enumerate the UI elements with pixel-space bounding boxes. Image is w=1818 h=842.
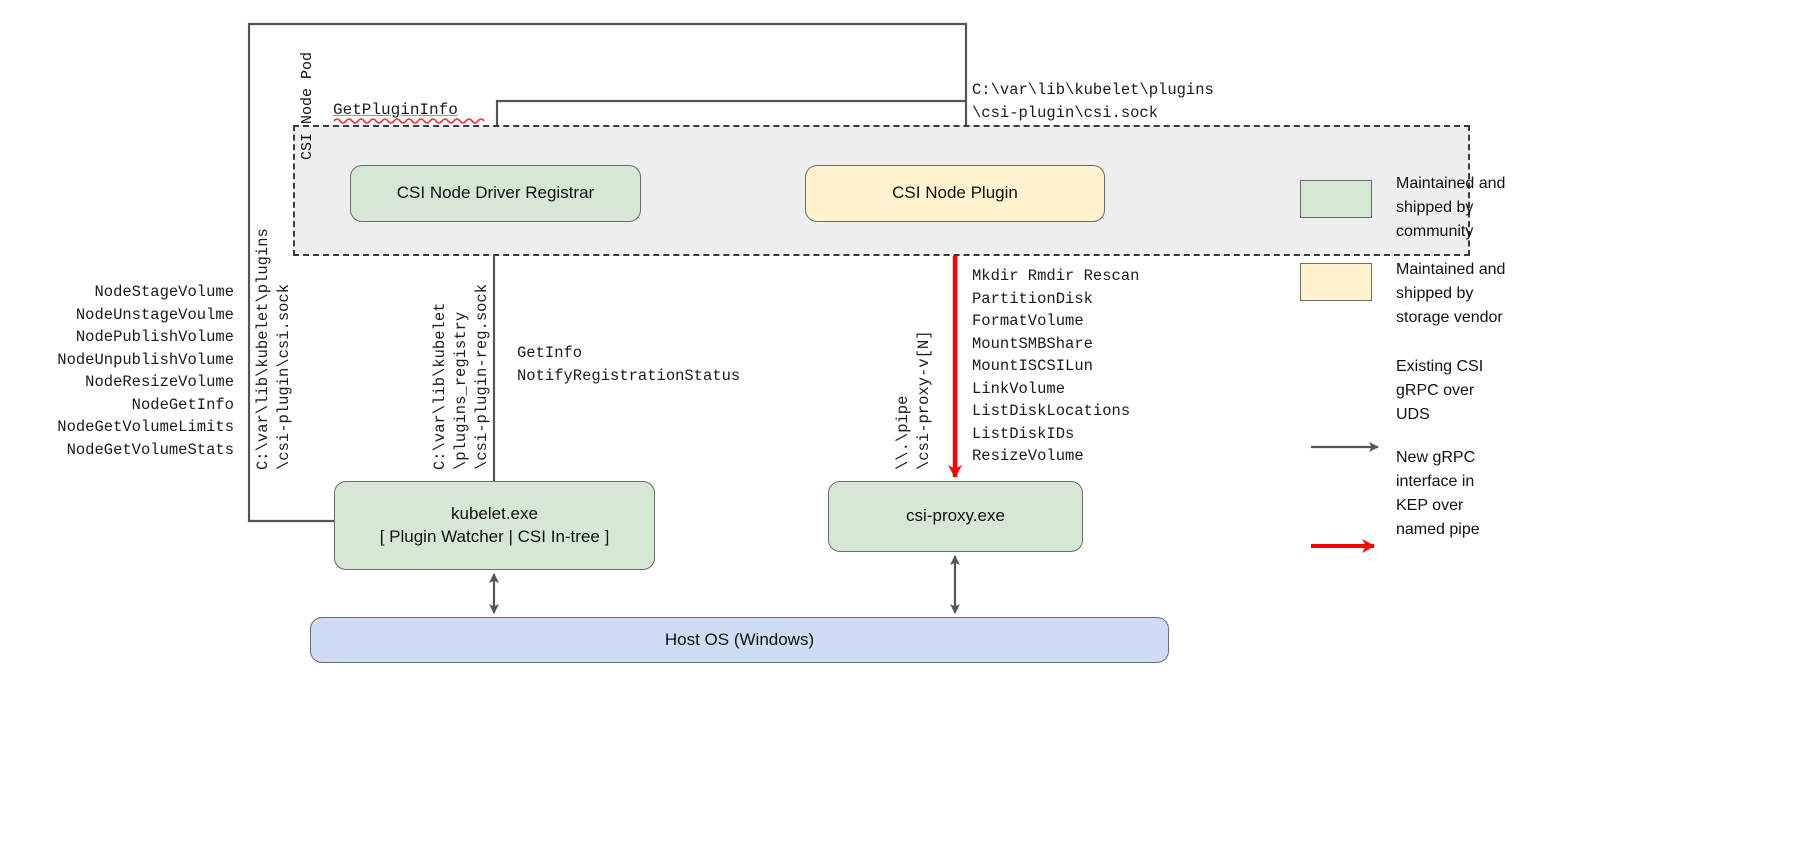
label-csi-sock-path: C:\var\lib\kubelet\plugins \csi-plugin\c… — [972, 81, 1214, 122]
label-named-pipe-path: \\.\pipe \csi-proxy-v[N] — [894, 330, 933, 470]
node-csi-node-plugin[interactable]: CSI Node Plugin — [805, 165, 1105, 222]
label-csi-proxy-operations: Mkdir Rmdir Rescan PartitionDisk FormatV… — [972, 267, 1140, 465]
legend-label-new-grpc-kep: New gRPC interface in KEP over named pip… — [1396, 449, 1480, 538]
node-csi-node-driver-registrar-label: CSI Node Driver Registrar — [396, 183, 595, 203]
spellcheck-squiggle-icon — [333, 118, 485, 124]
node-host-os[interactable]: Host OS (Windows) — [310, 617, 1169, 663]
legend-label-community: Maintained and shipped by community — [1396, 175, 1506, 240]
node-csi-proxy-exe[interactable]: csi-proxy.exe — [828, 481, 1083, 552]
label-registration-calls: GetInfo NotifyRegistrationStatus — [517, 344, 741, 385]
edge-kubelet-to-plugin-getplugininfo — [247, 22, 971, 523]
node-csi-node-driver-registrar[interactable]: CSI Node Driver Registrar — [350, 165, 641, 222]
csi-node-pod-label: CSI Node Pod — [299, 51, 316, 160]
node-csi-node-plugin-label: CSI Node Plugin — [892, 183, 1018, 203]
node-csi-proxy-exe-label: csi-proxy.exe — [906, 506, 1005, 526]
csi-node-pod-container — [293, 125, 1470, 256]
node-kubelet-exe-title: kubelet.exe — [451, 503, 538, 523]
label-kubelet-registry-sock-path: C:\var\lib\kubelet \plugins_registry \cs… — [431, 283, 491, 470]
node-kubelet-exe-subtitle: [ Plugin Watcher | CSI In-tree ] — [379, 526, 610, 546]
node-host-os-label: Host OS (Windows) — [664, 629, 815, 649]
label-get-plugin-info: GetPluginInfo — [333, 101, 458, 119]
label-kubelet-csi-sock-path: C:\var\lib\kubelet\plugins \csi-plugin\c… — [254, 228, 293, 470]
node-kubelet-exe[interactable]: kubelet.exe [ Plugin Watcher | CSI In-tr… — [334, 481, 655, 570]
label-node-service-operations: NodeStageVolume NodeUnstageVoulme NodePu… — [57, 283, 234, 459]
legend-label-storage-vendor: Maintained and shipped by storage vendor — [1396, 261, 1506, 326]
legend-label-existing-csi-grpc: Existing CSI gRPC over UDS — [1396, 358, 1484, 423]
legend-swatch-storage-vendor — [1300, 263, 1372, 301]
legend-swatch-community — [1300, 180, 1372, 218]
